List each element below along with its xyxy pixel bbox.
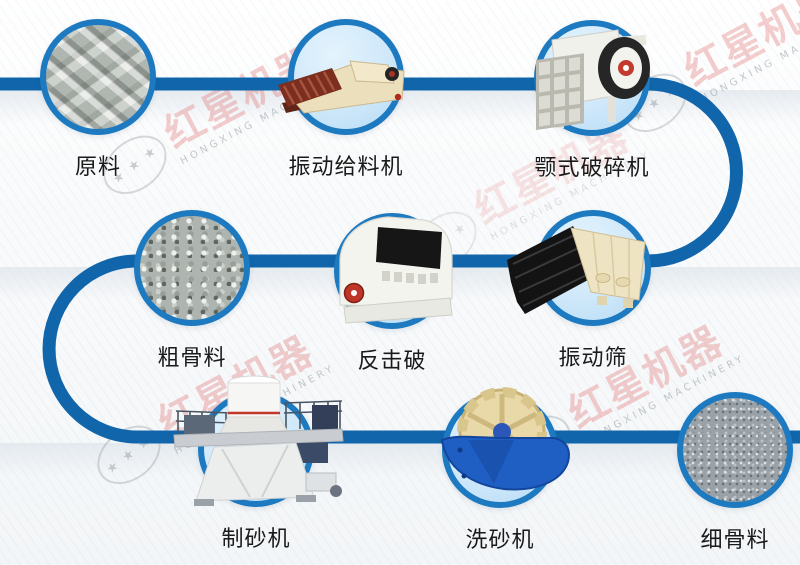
stage-fine-aggregate: 细骨料 — [677, 392, 793, 553]
stage-label-vibrating-screen: 振动筛 — [558, 346, 628, 371]
stage-impact-crusher: 反击破 — [334, 213, 453, 374]
coarse-aggregate-gravel-photo — [134, 210, 250, 326]
stage-vibrating-feeder: 振动给料机 — [278, 19, 405, 180]
stage-vibrating-screen: 振动筛 — [507, 210, 651, 371]
stage-label-coarse-aggregate: 粗骨料 — [157, 346, 227, 371]
stage-jaw-crusher: 颚式破碎机 — [534, 20, 650, 181]
stage-label-raw-material: 原料 — [74, 155, 122, 180]
fine-aggregate-sand-photo — [677, 392, 793, 508]
stage-sand-making-machine: 制砂机 — [173, 375, 344, 552]
stage-label-impact-crusher: 反击破 — [357, 349, 427, 374]
stage-sand-washing-machine: 洗砂机 — [440, 387, 570, 553]
stage-raw-material: 原料 — [40, 19, 156, 180]
stage-label-fine-aggregate: 细骨料 — [700, 528, 770, 553]
stage-label-sand-making-machine: 制砂机 — [221, 527, 291, 552]
stage-label-sand-washing-machine: 洗砂机 — [465, 528, 535, 553]
stage-label-vibrating-feeder: 振动给料机 — [288, 155, 404, 180]
stage-label-jaw-crusher: 颚式破碎机 — [534, 156, 650, 181]
stage-coarse-aggregate: 粗骨料 — [134, 210, 250, 371]
raw-material-rock-photo — [40, 19, 156, 135]
